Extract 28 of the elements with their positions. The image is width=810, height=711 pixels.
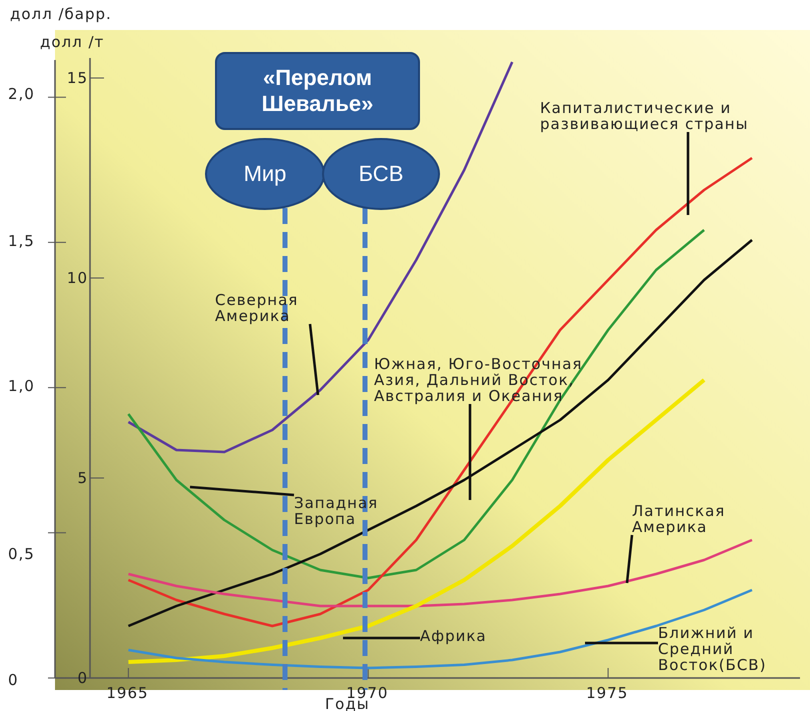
tick-label: 2,0 — [8, 86, 35, 102]
tick-label: 0 — [76, 670, 88, 686]
tick-label: 1965 — [106, 685, 149, 701]
tick-label: 1,0 — [8, 378, 35, 394]
tick-label: 1970 — [346, 685, 388, 701]
dashed-line — [362, 208, 368, 690]
leader-line — [343, 636, 420, 640]
curve-label: Ближний и Средний Восток(БСВ) — [658, 625, 808, 673]
leader-line — [468, 404, 472, 500]
leader-line — [308, 324, 320, 396]
axis-title: долл /т — [40, 34, 104, 50]
dashed-line — [282, 208, 288, 690]
tick-label: 0 — [8, 672, 19, 688]
tick-label: 5 — [76, 470, 88, 486]
tick-label: 10 — [66, 270, 88, 286]
tick-label: 0,5 — [8, 546, 35, 562]
title-box: «Перелом Шевалье» — [215, 52, 420, 130]
tick-label: 1,5 — [8, 233, 35, 249]
leader-line — [585, 642, 658, 644]
axis-title: долл /барр. — [10, 6, 112, 22]
leader-line — [626, 534, 634, 584]
leader-line — [686, 132, 690, 215]
tick-label: 15 — [66, 70, 88, 86]
curve-label: Капиталистические и развивающиеся страны — [540, 100, 790, 132]
leader-line — [190, 486, 294, 496]
curve-label: Африка — [420, 628, 520, 644]
curve-label: Латинская Америка — [632, 503, 782, 535]
tick-label: 1975 — [586, 685, 628, 701]
